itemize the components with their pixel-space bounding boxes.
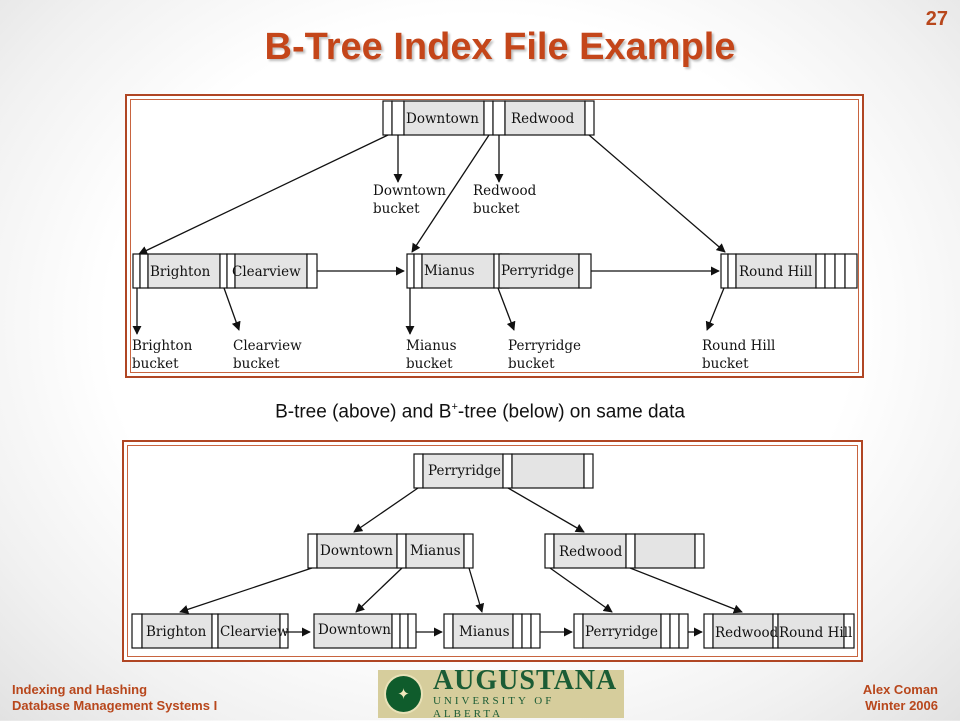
bplustree-leaf-4: Perryridge — [573, 613, 689, 649]
bplustree-root-node: Perryridge — [413, 453, 594, 489]
caption-text-post: -tree (below) on same data — [457, 401, 685, 423]
bplustree-leaf-2: Downtown — [313, 613, 417, 649]
bucket-label-roundhill-1: Round Hill — [702, 338, 775, 354]
bucket-label-downtown-1: Downtown — [373, 183, 446, 199]
bucket-label-brighton-2: bucket — [132, 356, 179, 372]
logo-sub-text: UNIVERSITY OF ALBERTA — [432, 695, 555, 720]
caption-superscript: + — [451, 401, 458, 413]
bplustree-figure: Perryridge Downtown Mianus Redwood — [122, 440, 863, 662]
btree-mid-key-1: Mianus — [424, 263, 475, 279]
bplustree-root-key-1: Perryridge — [428, 463, 501, 479]
bucket-label-clearview-2: bucket — [233, 356, 280, 372]
caption-text-pre: B-tree (above) and B — [275, 401, 452, 423]
bplustree-leaf-3-key-1: Mianus — [459, 624, 510, 640]
bucket-label-brighton-1: Brighton — [132, 338, 193, 354]
bplustree-edges — [179, 487, 743, 637]
btree-root-key-1: Downtown — [406, 111, 479, 127]
bplustree-leaf-1-key-2: Clearview — [220, 624, 289, 640]
bplustree-leaf-5-key-2: Round Hill — [779, 625, 852, 641]
footer-term: Winter 2006 — [865, 698, 938, 713]
bplustree-inner-right-node: Redwood — [544, 533, 705, 569]
btree-edges — [132, 134, 726, 335]
btree-right-node: Round Hill — [720, 253, 858, 289]
bucket-label-mianus-1: Mianus — [406, 338, 457, 354]
bucket-label-redwood-1: Redwood — [473, 183, 537, 199]
btree-root-key-2: Redwood — [511, 111, 575, 127]
bplustree-leaf-5: Redwood Round Hill — [703, 613, 855, 649]
bplustree-diagram: Perryridge Downtown Mianus Redwood — [131, 453, 855, 649]
btree-diagram: Downtown Redwood Brighton Clearview Mian… — [132, 100, 858, 372]
btree-figure: Downtown Redwood Brighton Clearview Mian… — [125, 94, 864, 378]
footer-author: Alex Coman — [862, 682, 938, 697]
btree-bucket-labels: Downtown bucket Redwood bucket Brighton … — [132, 183, 775, 372]
footer-topic: Indexing and Hashing — [12, 682, 148, 697]
logo-main-text: AUGUSTANA — [432, 665, 618, 696]
btree-left-node: Brighton Clearview — [132, 253, 318, 289]
bplustree-leaf-1: Brighton Clearview — [131, 613, 289, 649]
bucket-label-perryridge-1: Perryridge — [508, 338, 581, 354]
bucket-label-clearview-1: Clearview — [233, 338, 302, 354]
augustana-logo: ✦ AUGUSTANA UNIVERSITY OF ALBERTA — [378, 665, 624, 720]
bplustree-inner-left-node: Downtown Mianus — [307, 533, 474, 569]
bplustree-leaf-1-key-1: Brighton — [146, 624, 207, 640]
btree-left-key-2: Clearview — [232, 264, 301, 280]
footer-course: Database Management Systems I — [12, 698, 218, 713]
btree-root-node: Downtown Redwood — [382, 100, 595, 136]
bplustree-leaf-4-key-1: Perryridge — [585, 624, 658, 640]
btree-right-key-1: Round Hill — [739, 264, 812, 280]
slide-number: 27 — [925, 8, 948, 30]
bucket-label-redwood-2: bucket — [473, 201, 520, 217]
bucket-label-mianus-2: bucket — [406, 356, 453, 372]
btree-mid-key-2: Perryridge — [501, 263, 574, 279]
bucket-label-roundhill-2: bucket — [702, 356, 749, 372]
bplustree-leaf-2-key-1: Downtown — [318, 622, 391, 638]
university-seal-icon: ✦ — [384, 674, 423, 714]
footer-course-info: Indexing and Hashing Database Management… — [12, 682, 217, 714]
footer-author-info: Alex Coman Winter 2006 — [863, 682, 938, 714]
bplustree-leaf-5-key-1: Redwood — [715, 625, 779, 641]
bucket-label-perryridge-2: bucket — [508, 356, 555, 372]
bplustree-leaf-3: Mianus — [443, 613, 541, 649]
figure-caption: B-tree (above) and B+-tree (below) on sa… — [0, 401, 960, 423]
bucket-label-downtown-2: bucket — [373, 201, 420, 217]
btree-left-key-1: Brighton — [150, 264, 211, 280]
slide-title: B-Tree Index File Example — [264, 26, 736, 68]
bplustree-inner-left-key-1: Downtown — [320, 543, 393, 559]
btree-mid-node: Mianus Perryridge — [406, 253, 592, 289]
bplustree-inner-right-key-1: Redwood — [559, 544, 623, 560]
bplustree-inner-left-key-2: Mianus — [410, 543, 461, 559]
